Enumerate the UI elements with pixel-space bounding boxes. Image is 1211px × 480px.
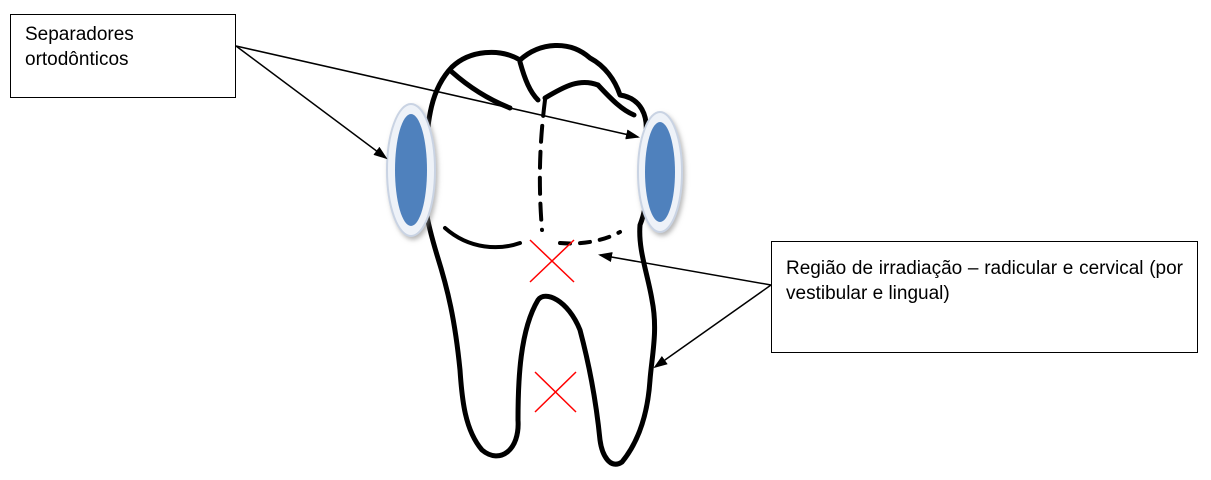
separator-right <box>638 112 682 232</box>
separators-label-line-2: ortodônticos <box>25 48 221 73</box>
separators-label-line-1: Separadores <box>25 23 221 48</box>
irradiation-callout-box: Região de irradiação – radicular e cervi… <box>771 241 1198 353</box>
irradiation-mark-cervical <box>530 240 574 282</box>
separators-callout-box: Separadores ortodônticos <box>10 14 236 98</box>
arrow-to-cervical-region <box>600 255 771 285</box>
cusp-ridge <box>452 72 510 108</box>
irradiation-label: Região de irradiação – radicular e cervi… <box>786 257 1183 306</box>
dashed-groove <box>540 100 545 230</box>
arrow-to-radicular-region <box>655 285 771 367</box>
molar-tooth <box>423 45 654 464</box>
callout-arrows <box>236 46 771 367</box>
irradiation-mark-radicular <box>535 372 576 412</box>
cusp-ridge <box>520 62 538 100</box>
cervical-line <box>445 228 520 247</box>
separator-left <box>387 104 435 236</box>
cusp-ridge <box>545 82 598 98</box>
cervical-line <box>560 232 620 243</box>
